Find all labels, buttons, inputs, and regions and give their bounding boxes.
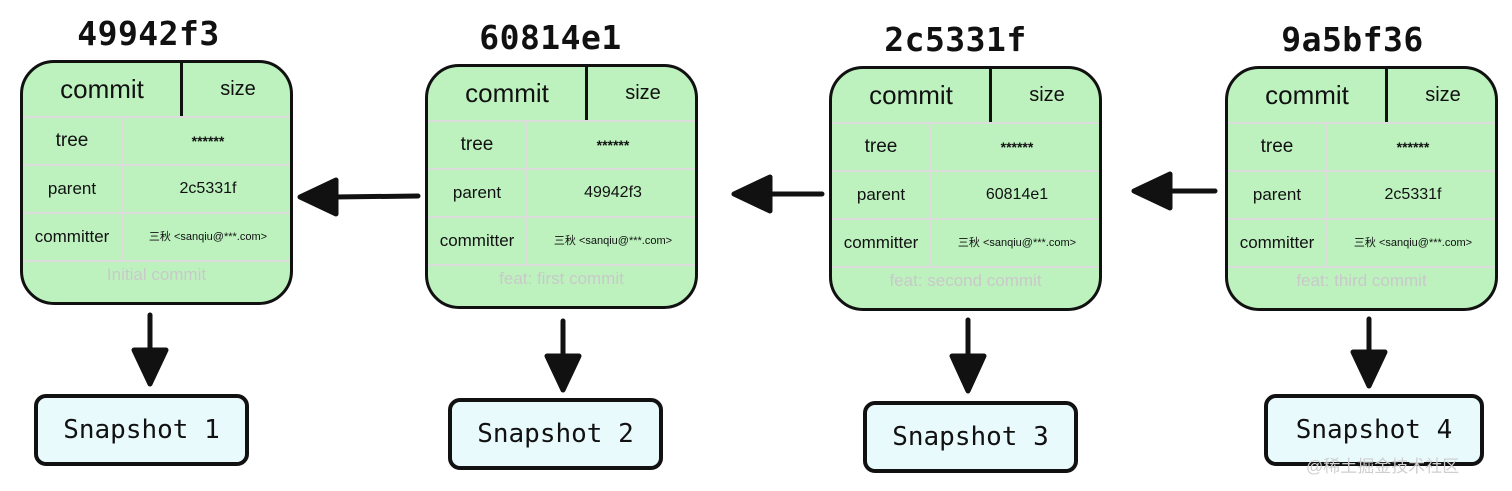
tree-label: tree <box>864 136 898 157</box>
size-label: size <box>625 82 661 104</box>
committer-label: committer <box>34 227 110 246</box>
watermark: @稀土掘金技术社区 <box>1306 457 1460 476</box>
commit-object-4: commit size tree ****** parent 2c5331f c… <box>1225 66 1498 311</box>
size-label: size <box>1029 84 1065 106</box>
committer-label: committer <box>1239 233 1315 252</box>
tree-value: ****** <box>1000 139 1034 155</box>
commit-object-3: commit size tree ****** parent 60814e1 c… <box>829 66 1102 311</box>
committer-value: 三秋 <sanqiu@***.com> <box>1353 237 1473 249</box>
commit-type-label: commit <box>60 74 144 104</box>
committer-row: committer 三秋 <sanqiu@***.com> <box>1228 220 1495 268</box>
parent-row: parent 49942f3 <box>428 170 695 218</box>
commit-header: commit size <box>23 63 290 118</box>
row-divider <box>930 220 932 266</box>
tree-label: tree <box>55 130 89 151</box>
row-divider <box>930 124 932 170</box>
tree-label: tree <box>460 134 494 155</box>
commit-message: Initial commit <box>106 265 207 284</box>
row-divider <box>526 122 528 168</box>
row-divider <box>121 214 123 260</box>
snapshot-1: Snapshot 1 <box>34 394 249 466</box>
parent-value: 60814e1 <box>985 186 1049 203</box>
parent-row: parent 60814e1 <box>832 172 1099 220</box>
committer-row: committer 三秋 <sanqiu@***.com> <box>23 214 290 262</box>
tree-row: tree ****** <box>832 124 1099 172</box>
tree-value: ****** <box>1396 139 1430 155</box>
size-label: size <box>1425 84 1461 106</box>
snapshot-2: Snapshot 2 <box>448 398 663 470</box>
committer-row: committer 三秋 <sanqiu@***.com> <box>832 220 1099 268</box>
tree-row: tree ****** <box>428 122 695 170</box>
commit-hash-3: 2c5331f <box>884 20 1027 59</box>
parent-value: 49942f3 <box>584 184 642 201</box>
row-divider <box>526 218 528 264</box>
parent-label: parent <box>1252 185 1302 204</box>
parent-label: parent <box>856 185 906 204</box>
snapshot-arrow-1 <box>131 312 169 387</box>
committer-label: committer <box>843 233 919 252</box>
commit-type-label: commit <box>1265 80 1349 110</box>
tree-value: ****** <box>596 137 630 153</box>
parent-value: 2c5331f <box>179 180 237 197</box>
row-divider <box>930 172 932 218</box>
commit-message: feat: second commit <box>889 271 1042 290</box>
row-divider <box>1326 220 1328 266</box>
snapshot-3: Snapshot 3 <box>863 401 1078 473</box>
tree-row: tree ****** <box>23 118 290 166</box>
tree-value: ****** <box>191 133 225 149</box>
row-divider <box>1326 172 1328 218</box>
committer-value: 三秋 <sanqiu@***.com> <box>553 235 673 247</box>
header-divider <box>989 69 992 122</box>
commit-message: feat: third commit <box>1296 271 1427 290</box>
parent-row: parent 2c5331f <box>23 166 290 214</box>
header-divider <box>180 63 183 116</box>
tree-label: tree <box>1260 136 1294 157</box>
commit-header: commit size <box>832 69 1099 124</box>
commit-hash-4: 9a5bf36 <box>1281 20 1424 59</box>
row-divider <box>121 166 123 212</box>
commit-message: feat: first commit <box>499 269 624 288</box>
committer-label: committer <box>439 231 515 250</box>
parent-arrow-2-to-1 <box>297 177 421 217</box>
commit-object-2: commit size tree ****** parent 49942f3 c… <box>425 64 698 309</box>
parent-label: parent <box>452 183 502 202</box>
commit-hash-1: 49942f3 <box>77 14 220 53</box>
header-divider <box>1385 69 1388 122</box>
row-divider <box>526 170 528 216</box>
committer-value: 三秋 <sanqiu@***.com> <box>148 231 268 243</box>
row-divider <box>1326 124 1328 170</box>
header-divider <box>585 67 588 120</box>
commit-hash-2: 60814e1 <box>479 18 622 57</box>
committer-row: committer 三秋 <sanqiu@***.com> <box>428 218 695 266</box>
tree-row: tree ****** <box>1228 124 1495 172</box>
snapshot-arrow-4 <box>1350 316 1388 389</box>
snapshot-arrow-3 <box>949 317 987 394</box>
parent-arrow-4-to-3 <box>1131 171 1218 211</box>
parent-row: parent 2c5331f <box>1228 172 1495 220</box>
parent-arrow-3-to-2 <box>731 174 825 214</box>
committer-value: 三秋 <sanqiu@***.com> <box>957 237 1077 249</box>
snapshot-4: Snapshot 4 <box>1264 394 1484 466</box>
size-label: size <box>220 78 256 100</box>
row-divider <box>121 118 123 164</box>
parent-label: parent <box>47 179 97 198</box>
parent-value: 2c5331f <box>1384 186 1442 203</box>
commit-header: commit size <box>1228 69 1495 124</box>
commit-header: commit size <box>428 67 695 122</box>
commit-type-label: commit <box>869 80 953 110</box>
commit-type-label: commit <box>465 78 549 108</box>
commit-object-1: commit size tree ****** parent 2c5331f c… <box>20 60 293 305</box>
snapshot-arrow-2 <box>544 318 582 393</box>
